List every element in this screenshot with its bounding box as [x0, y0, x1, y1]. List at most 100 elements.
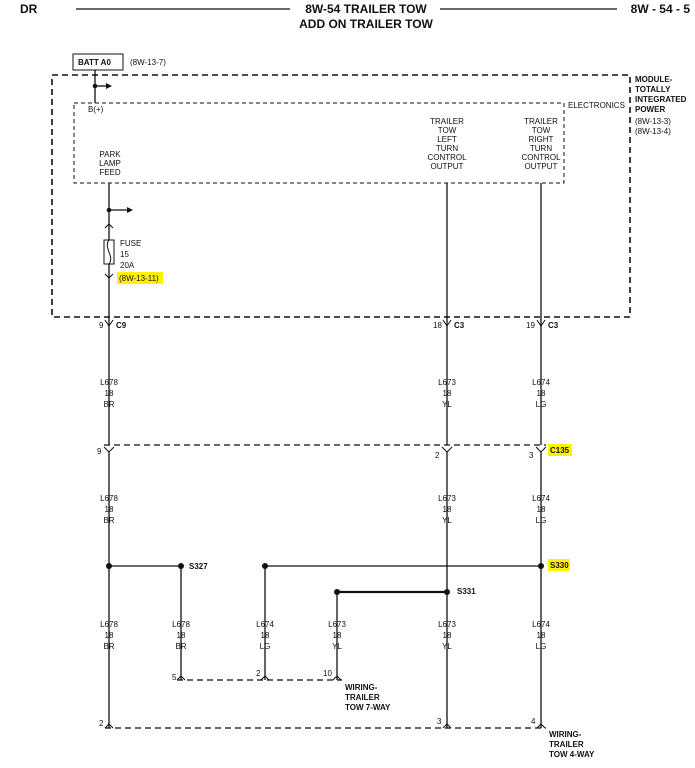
s330-splice-dot-left — [262, 563, 268, 569]
wire-label-l674-low-b-1: L674 — [532, 620, 550, 629]
harness4-label-3: TOW 4-WAY — [549, 750, 595, 759]
wire-label-l674-low-b-2: 18 — [537, 631, 546, 640]
wire-label-l678-low-a-3: BR — [103, 642, 114, 651]
harness7-pin-5: 5 — [172, 673, 177, 682]
harness7-pin-10: 10 — [323, 669, 332, 678]
bplus-label: B(+) — [88, 105, 104, 114]
s331-splice-dot-right — [444, 589, 450, 595]
s327-splice-dot-right — [178, 563, 184, 569]
harness7-pin-2: 2 — [256, 669, 261, 678]
right-label-2: TOW — [532, 126, 551, 135]
c3-right-name: C3 — [548, 321, 559, 330]
module-name-4: POWER — [635, 105, 665, 114]
wire-label-l678-mid-3: BR — [103, 516, 114, 525]
s331-label: S331 — [457, 587, 476, 596]
wire-label-l678-upper-1: L678 — [100, 378, 118, 387]
c135-pin-right: 3 — [529, 451, 534, 460]
wire-label-l673-low-b-2: 18 — [443, 631, 452, 640]
s330-splice-dot-right — [538, 563, 544, 569]
header-subtitle: ADD ON TRAILER TOW — [299, 17, 433, 31]
harness4-pin4-symbol — [536, 723, 546, 729]
fuse-ref-highlight — [117, 272, 163, 284]
wire-label-l674-low-b-3: LG — [536, 642, 547, 651]
c9-name: C9 — [116, 321, 127, 330]
wire-label-l673-upper-2: 18 — [443, 389, 452, 398]
batt-label: BATT A0 — [78, 58, 111, 67]
wire-label-l674-upper-3: LG — [536, 400, 547, 409]
header-left: DR — [20, 2, 38, 16]
harness7-label-1: WIRING- — [345, 683, 378, 692]
s327-label: S327 — [189, 562, 208, 571]
wire-label-l678-low-b-2: 18 — [177, 631, 186, 640]
module-name-2: TOTALLY — [635, 85, 671, 94]
wire-label-l673-mid-1: L673 — [438, 494, 456, 503]
c3-left-name: C3 — [454, 321, 465, 330]
wire-label-l678-low-a-1: L678 — [100, 620, 118, 629]
c135-name-highlight — [548, 444, 572, 456]
wire-label-l674-mid-2: 18 — [537, 505, 546, 514]
fuse-bottom-chevron — [104, 273, 114, 279]
harness4-pin-2: 2 — [99, 719, 104, 728]
left-label-5: CONTROL — [427, 153, 467, 162]
wire-label-l674-low-a-1: L674 — [256, 620, 274, 629]
c9-pin: 9 — [99, 321, 104, 330]
c3-left-pin: 18 — [433, 321, 442, 330]
wire-label-l674-upper-1: L674 — [532, 378, 550, 387]
harness7-label-2: TRAILER — [345, 693, 380, 702]
module-ref-2: (8W-13-4) — [635, 127, 671, 136]
fuse-label-3: 20A — [120, 261, 135, 270]
wire-label-l678-mid-1: L678 — [100, 494, 118, 503]
right-label-4: TURN — [530, 144, 552, 153]
s331-splice-dot-left — [334, 589, 340, 595]
left-label-2: TOW — [438, 126, 457, 135]
electronics-label: ELECTRONICS — [568, 101, 625, 110]
wire-label-l673-low-b-3: YL — [442, 642, 452, 651]
left-label-3: LEFT — [437, 135, 457, 144]
c135-name: C135 — [550, 446, 570, 455]
c135-pin-park: 9 — [97, 447, 102, 456]
wire-label-l674-upper-2: 18 — [537, 389, 546, 398]
harness4-label-2: TRAILER — [549, 740, 584, 749]
c135-pin-left: 2 — [435, 451, 440, 460]
wire-label-l673-low-b-1: L673 — [438, 620, 456, 629]
harness4-pin-3: 3 — [437, 717, 442, 726]
harness7-pin2-symbol — [260, 675, 270, 681]
wire-label-l678-low-b-1: L678 — [172, 620, 190, 629]
wire-label-l674-mid-3: LG — [536, 516, 547, 525]
fuse-label-1: FUSE — [120, 239, 141, 248]
c135-pin-right-symbol — [535, 446, 547, 453]
right-label-3: RIGHT — [529, 135, 554, 144]
right-label-1: TRAILER — [524, 117, 558, 126]
wire-label-l673-low-a-3: YL — [332, 642, 342, 651]
harness7-label-3: TOW 7-WAY — [345, 703, 391, 712]
park-label-3: FEED — [99, 168, 121, 177]
header-page: 8W - 54 - 5 — [631, 2, 691, 16]
module-name-1: MODULE- — [635, 75, 673, 84]
left-label-6: OUTPUT — [431, 162, 464, 171]
harness4-pin-4: 4 — [531, 717, 536, 726]
fuse-top-chevron — [104, 223, 114, 229]
fuse-label-2: 15 — [120, 250, 129, 259]
wire-label-l673-low-a-2: 18 — [333, 631, 342, 640]
wire-label-l674-mid-1: L674 — [532, 494, 550, 503]
wire-label-l678-mid-2: 18 — [105, 505, 114, 514]
right-label-6: OUTPUT — [525, 162, 558, 171]
wire-label-l674-low-a-3: LG — [260, 642, 271, 651]
c135-pin-park-symbol — [103, 446, 115, 453]
wire-label-l673-mid-3: YL — [442, 516, 452, 525]
wire-label-l678-low-a-2: 18 — [105, 631, 114, 640]
c3-right-connector-symbol — [536, 319, 546, 327]
harness7-pin10-symbol — [332, 675, 342, 681]
module-ref-1: (8W-13-3) — [635, 117, 671, 126]
wire-label-l674-low-a-2: 18 — [261, 631, 270, 640]
harness4-pin2-symbol — [104, 723, 114, 729]
wire-label-l678-upper-2: 18 — [105, 389, 114, 398]
batt-arrow-head — [106, 83, 112, 89]
right-label-5: CONTROL — [521, 153, 561, 162]
park-arrow-head — [127, 207, 133, 213]
park-label-2: LAMP — [99, 159, 121, 168]
wire-label-l678-low-b-3: BR — [175, 642, 186, 651]
harness7-pin5-symbol — [176, 675, 186, 681]
electronics-box — [73, 102, 565, 184]
